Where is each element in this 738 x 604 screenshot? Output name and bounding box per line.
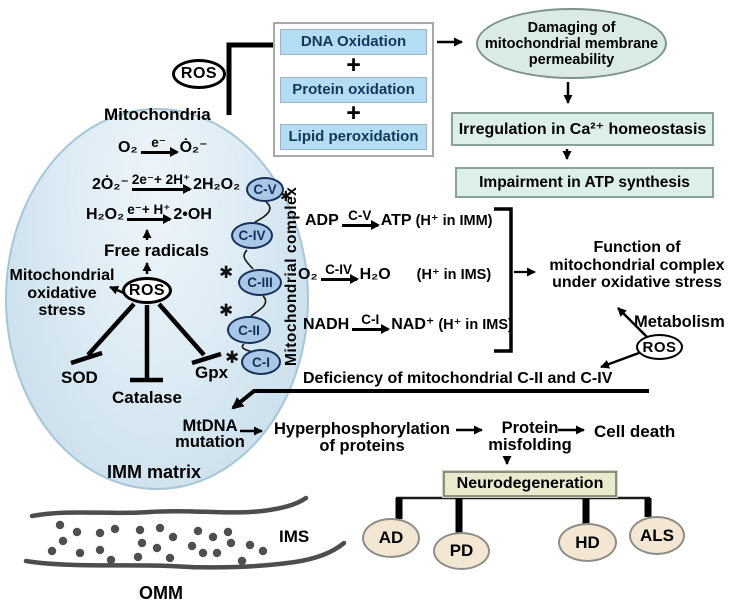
complex-cv-oval: C-V [246, 177, 284, 202]
deficiency-underline-to-mtdna-arrow [231, 389, 649, 410]
ros-to-deficiency-arrow [600, 351, 640, 369]
reaction-arrow: C-I [352, 313, 391, 333]
arrow-line [320, 274, 359, 283]
ros-to-oxidative-stress-arrow [109, 285, 125, 295]
equation-peroxide: 2Ȯ₂⁻ 2e⁻+ 2H⁺ 2H₂O₂ [92, 172, 241, 194]
arrow-line [127, 214, 173, 223]
dna-oxidation-box: DNA Oxidation [280, 29, 427, 55]
arrow-line [131, 184, 193, 193]
mitochondria-to-oxidation-elbow-line [226, 42, 277, 115]
hyperphosphorylation-label: Hyperphosphorylation of proteins [273, 420, 450, 455]
lipid-peroxidation-box: Lipid peroxidation [280, 124, 427, 150]
irregulation-homeostasis-box: Irregulation in Ca²⁺ homeostasis [451, 112, 714, 146]
complex-ciii-oval: C-III [238, 269, 282, 296]
arrow-line [140, 147, 179, 156]
reaction-arrow-label: 2e⁻+ 2H⁺ [131, 172, 191, 187]
reaction-arrow: e⁻ [140, 135, 179, 156]
equation-lhs: O₂ [118, 138, 138, 156]
ros-source-label: ROS [180, 65, 218, 82]
omm-membrane-line [23, 540, 347, 570]
ros-inhibits-gpx-tbar [157, 302, 222, 366]
star-icon: ✱ [219, 301, 234, 320]
reaction-nad: NADH C-I NAD⁺ (H⁺ in IMS) [303, 312, 513, 333]
ros-metabolism-oval: ROS [636, 334, 683, 360]
ros-hub-label: ROS [128, 281, 166, 299]
reactions-bracket [494, 207, 513, 353]
disease-oval-ad: AD [362, 518, 420, 558]
mtdna-mutation-label: MtDNA mutation [175, 417, 245, 451]
impairment-atp-box: Impairment in ATP synthesis [455, 167, 714, 198]
ims-protein-dots [47, 520, 268, 566]
reaction-atp: ADP C-V ATP (H⁺ in IMM) [305, 208, 493, 229]
metabolism-label: Metabolism [634, 313, 725, 331]
complex-ci-oval: C-I [241, 349, 281, 375]
function-of-complex-label: Function of mitochondrial complex under … [549, 239, 725, 291]
plus-sign: + [346, 51, 361, 80]
equation-rhs: 2•OH [173, 205, 212, 223]
ros-hub-oval: ROS [122, 277, 172, 304]
neurodegeneration-box: Neurodegeneration [442, 470, 618, 498]
reaction-arrow: C-V [341, 209, 380, 229]
complex-cii-oval: C-II [227, 316, 271, 344]
ros-inhibits-catalase-tbar [130, 305, 163, 383]
irregulation-label: Irregulation in Ca²⁺ homeostasis [458, 121, 707, 138]
disease-oval-hd: HD [558, 523, 617, 562]
equation-lhs: H₂O₂ [86, 205, 125, 223]
ros-inhibits-sod-tbar [70, 302, 136, 366]
neuro-tree-stubs [395, 498, 652, 533]
disease-oval-als: ALS [629, 516, 685, 555]
reaction-arrow-label: e⁻ [151, 135, 166, 150]
equation-hydroxyl: H₂O₂ e⁻+ H⁺ 2•OH [86, 202, 212, 224]
reaction-arrow: 2e⁻+ 2H⁺ [131, 172, 193, 193]
imm-matrix-label: IMM matrix [107, 462, 202, 482]
damaging-line: mitochondrial membrane [484, 35, 659, 52]
equation-lhs: 2Ȯ₂⁻ [92, 175, 129, 193]
equation-superoxide: O₂ e⁻ Ȯ₂⁻ [118, 135, 208, 157]
damaging-membrane-ellipse: Damaging of mitochondrial membrane perme… [476, 8, 667, 79]
mitochondria-label: Mitochondria [104, 105, 211, 124]
damaging-line: Damaging of [527, 19, 616, 36]
cell-death-label: Cell death [594, 422, 676, 441]
reaction-arrow-label: e⁻+ H⁺ [127, 202, 171, 217]
omm-label: OMM [139, 583, 183, 603]
reaction-arrow: C-IV [320, 263, 359, 283]
damaging-line: permeability [528, 51, 615, 68]
protein-misfolding-label: Protein misfolding [488, 419, 572, 454]
sod-label: SOD [61, 368, 98, 387]
oxidative-stress-label: Mitochondrial oxidative stress [9, 267, 115, 319]
gpx-label: Gpx [195, 363, 229, 382]
arrow-line [341, 220, 380, 229]
impairment-label: Impairment in ATP synthesis [479, 173, 690, 191]
plus-sign: + [346, 98, 361, 127]
ros-source-oval: ROS [172, 59, 226, 89]
equation-rhs: Ȯ₂⁻ [179, 138, 208, 156]
disease-oval-pd: PD [433, 532, 490, 570]
free-radicals-label: Free radicals [104, 241, 209, 260]
oxidation-box-group: DNA Oxidation + Protein oxidation + Lipi… [273, 22, 434, 157]
star-icon: ✱ [225, 348, 240, 367]
catalase-label: Catalase [112, 388, 182, 407]
deficiency-label: Deficiency of mitochondrial C-II and C-I… [303, 370, 613, 387]
imm-membrane-line [29, 495, 309, 519]
equation-rhs: 2H₂O₂ [193, 175, 241, 193]
star-icon: ✱ [280, 188, 292, 204]
reaction-arrow: e⁻+ H⁺ [127, 202, 173, 223]
protein-oxidation-box: Protein oxidation [280, 76, 427, 103]
complex-civ-oval: C-IV [231, 222, 273, 249]
star-icon: ✱ [219, 263, 234, 282]
arrow-line [352, 324, 391, 333]
reaction-water: O₂ C-IV H₂O (H⁺ in IMS) [298, 262, 492, 283]
ims-label: IMS [279, 527, 310, 546]
ros-to-function-arrow [617, 307, 649, 339]
